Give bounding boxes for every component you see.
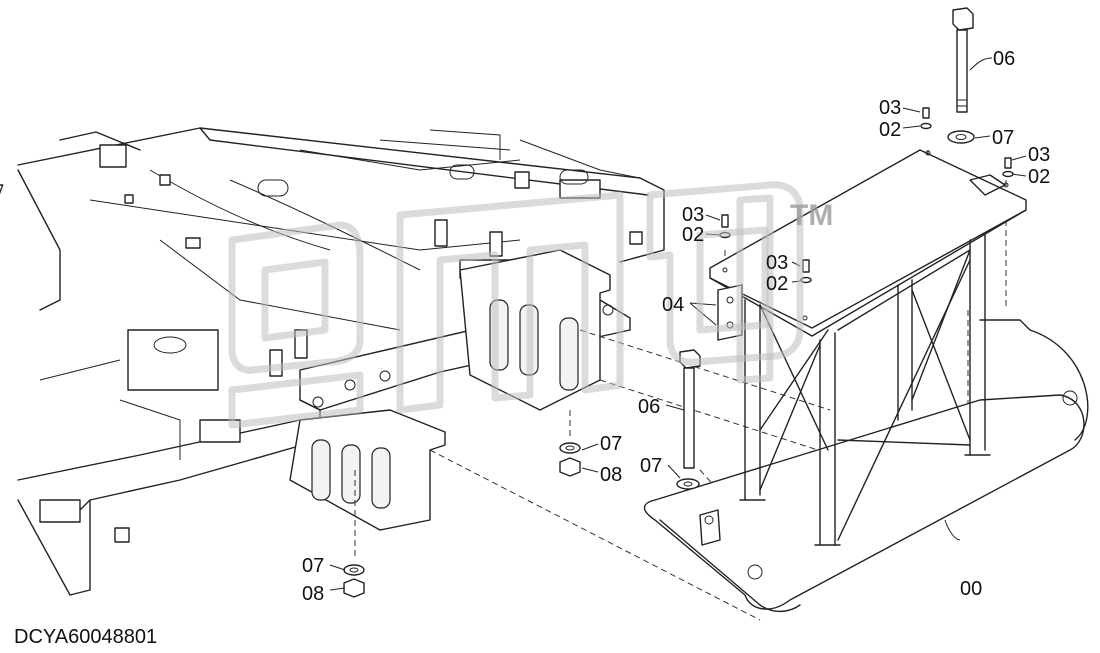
drawing-code: DCYA60048801 [14, 626, 157, 648]
counterweight-base [643, 319, 1089, 613]
cross-beam [289, 249, 631, 531]
callout-03-right: 03 [1028, 144, 1050, 166]
callout-00: 00 [960, 578, 982, 600]
callout-03-top: 03 [879, 97, 901, 119]
callout-02-left: 02 [682, 224, 704, 246]
callout-08-mid: 08 [600, 464, 622, 486]
callout-02-mid: 02 [766, 273, 788, 295]
callout-06-top: 06 [993, 48, 1015, 70]
callout-07-bolt: 07 [640, 455, 662, 477]
callout-02-top: 02 [879, 119, 901, 141]
callout-03-mid: 03 [766, 252, 788, 274]
callout-07-mid: 07 [600, 433, 622, 455]
callout-07-low: 07 [302, 555, 324, 577]
hardware [343, 7, 1014, 598]
callout-04: 04 [662, 294, 684, 316]
callout-07-top: 07 [992, 127, 1014, 149]
callout-08-low: 08 [302, 583, 324, 605]
callout-02-right: 02 [1028, 166, 1050, 188]
callout-03-left: 03 [682, 204, 704, 226]
chassis-frame [0, 127, 665, 596]
watermark-logo: TM [228, 181, 833, 429]
callout-labels: 06 03 02 07 03 02 03 02 03 02 04 06 07 0… [302, 48, 1050, 605]
callout-06-mid: 06 [638, 396, 660, 418]
watermark-trademark: TM [790, 199, 833, 232]
